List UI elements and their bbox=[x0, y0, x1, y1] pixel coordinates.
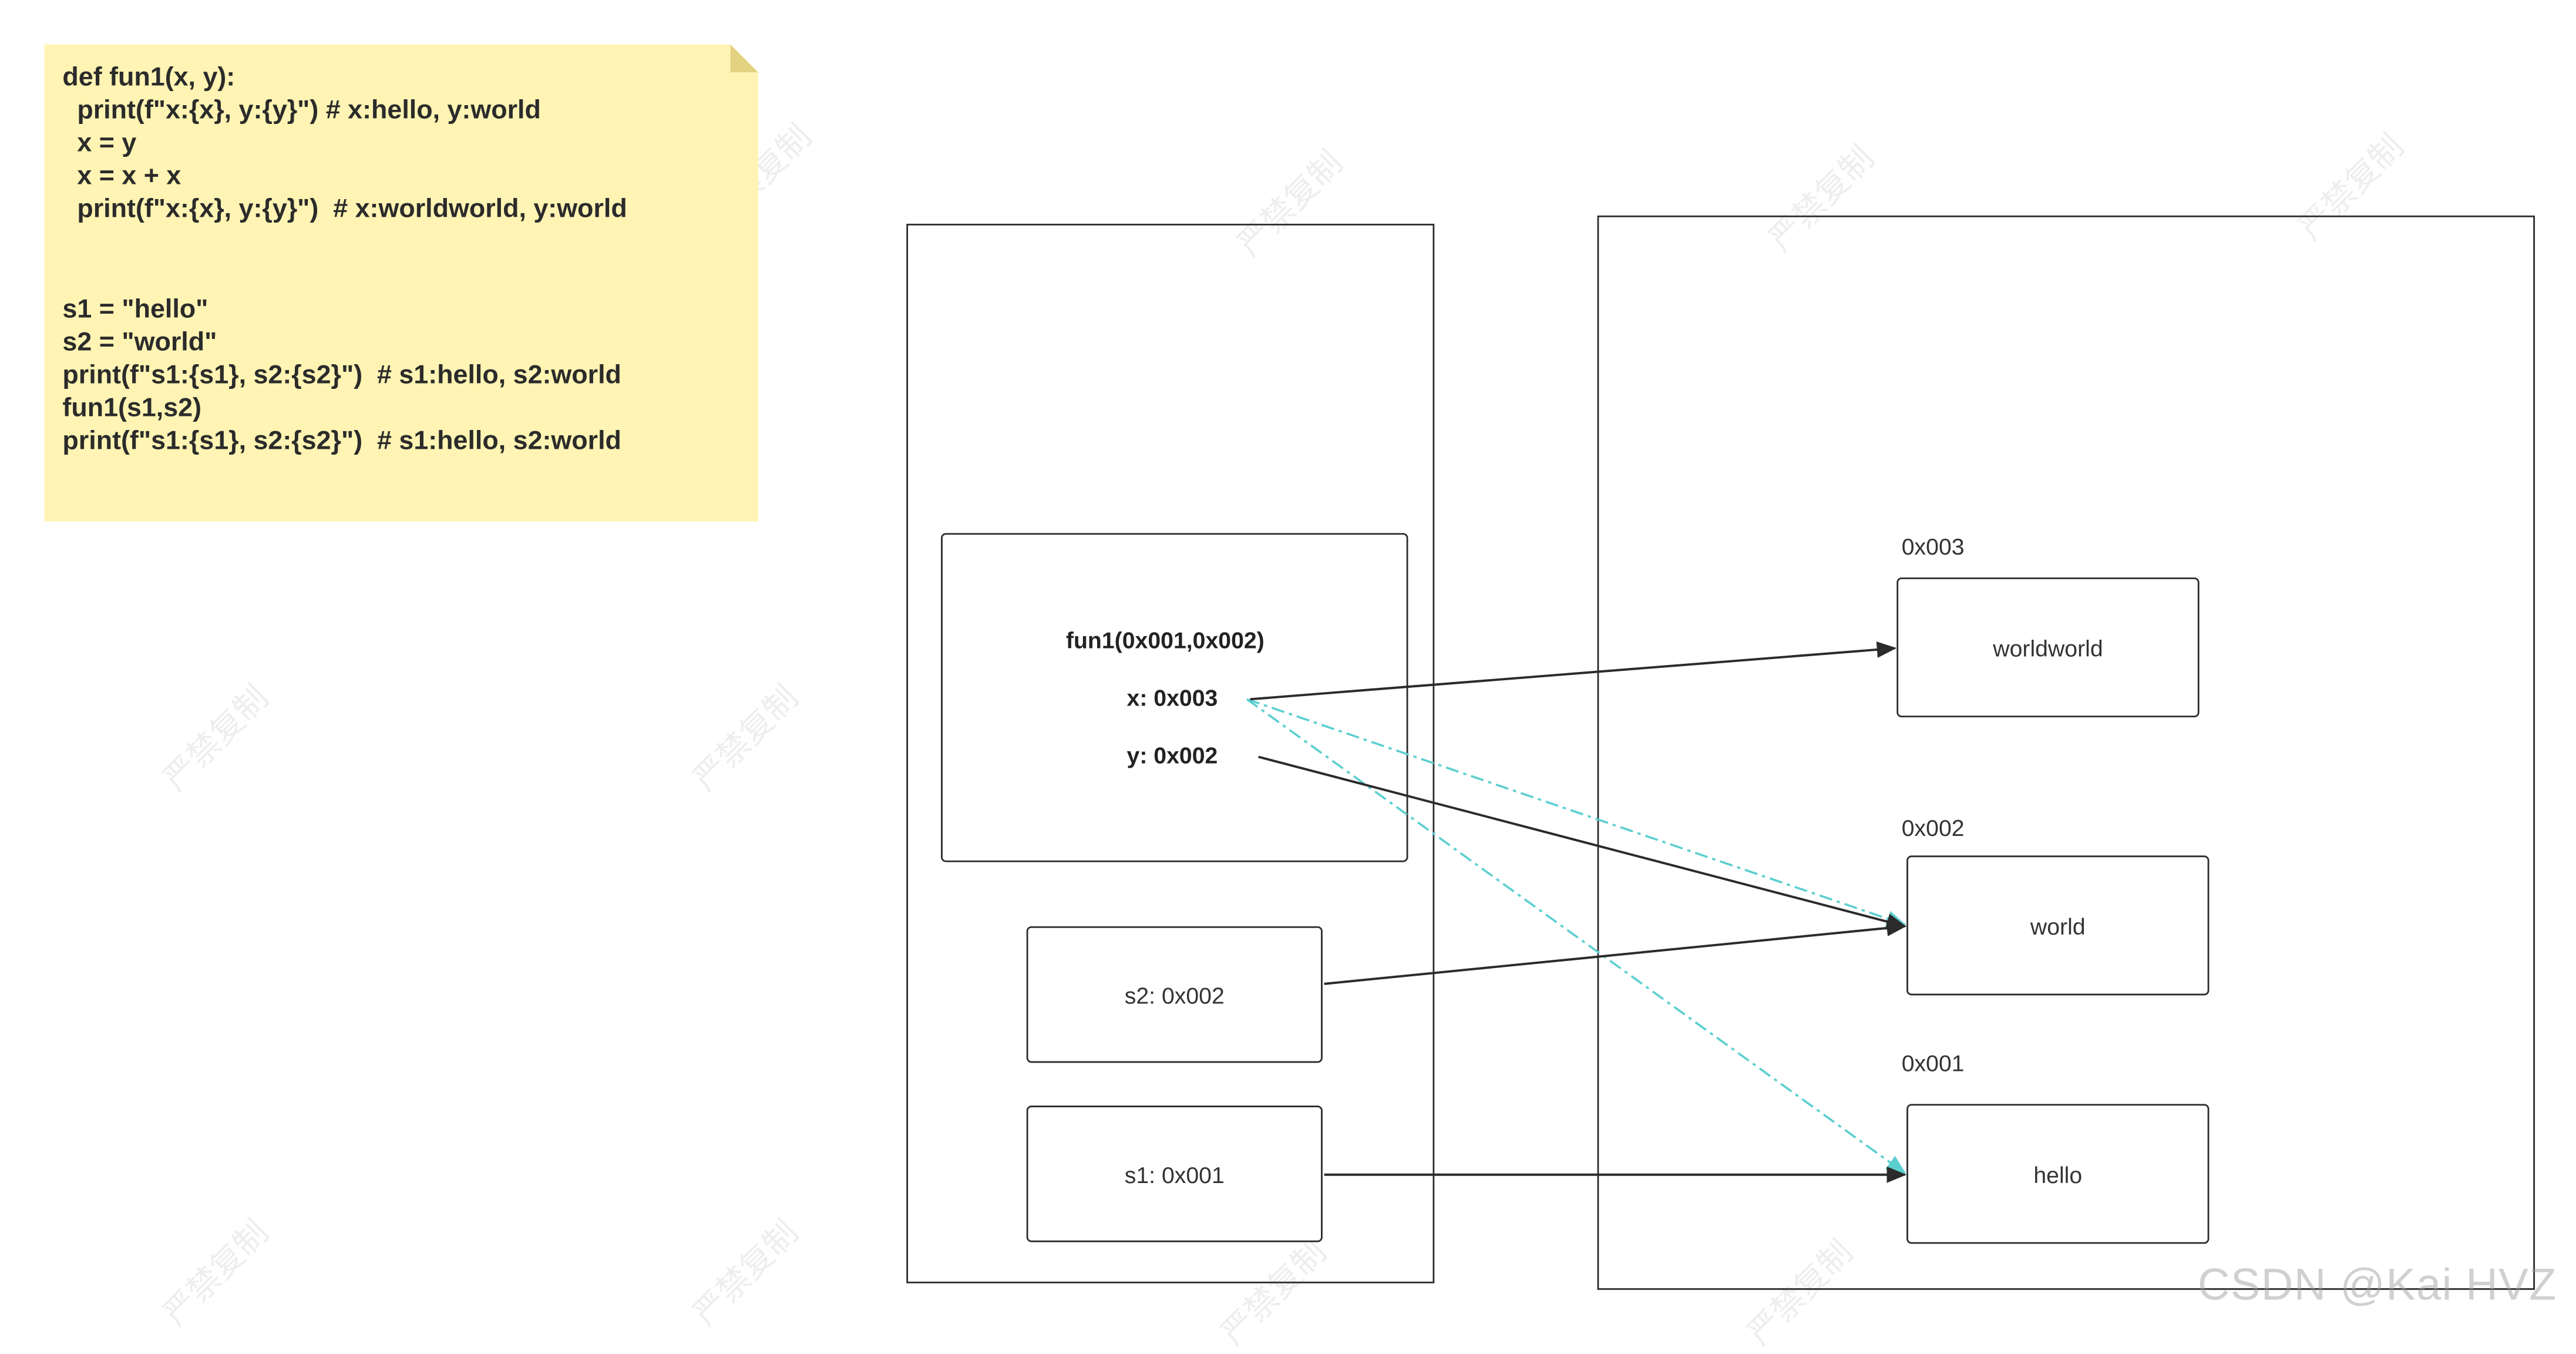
heap-area bbox=[1597, 215, 2535, 1290]
x-ref-to-worldworld-arrow bbox=[1250, 641, 1897, 701]
fun1-param-x: x: 0x003 bbox=[1126, 684, 1218, 711]
y-ref-to-world-arrow bbox=[1258, 755, 1907, 930]
code-block: def fun1(x, y): print(f"x:{x}, y:{y}") #… bbox=[62, 62, 627, 459]
code-line: print(f"s1:{s1}, s2:{s2}") # s1:hello, s… bbox=[62, 428, 621, 456]
csdn-credit-watermark: CSDN @Kai HVZ bbox=[2197, 1260, 2557, 1310]
code-line: print(f"s1:{s1}, s2:{s2}") # s1:hello, s… bbox=[62, 361, 621, 390]
x-old-ref-to-world-arrow bbox=[1246, 698, 1906, 927]
fun1-param-y: y: 0x002 bbox=[1126, 742, 1218, 768]
heap-object-worldworld: worldworld bbox=[1896, 577, 2200, 718]
code-line: x = y bbox=[62, 130, 137, 159]
code-line: s2 = "world" bbox=[62, 328, 217, 357]
s2-ref-to-world-arrow bbox=[1324, 919, 1907, 985]
heap-object-world: world bbox=[1906, 855, 2210, 996]
reference-arrows bbox=[1246, 641, 1907, 1183]
heap-object-hello: hello bbox=[1906, 1104, 2210, 1244]
diagram-canvas: 严禁复制 严禁复制 严禁复制 严禁复制 严禁复制 严禁复制 严禁复制 严禁复制 … bbox=[44, 44, 2557, 1353]
heap-address-label: 0x003 bbox=[1901, 533, 1965, 560]
heap-address-label: 0x001 bbox=[1901, 1049, 1965, 1076]
code-line: x = x + x bbox=[62, 163, 181, 191]
s2-variable-box: s2: 0x002 bbox=[1026, 926, 1323, 1063]
stack-area bbox=[906, 223, 1435, 1284]
fun1-stack-frame bbox=[941, 533, 1408, 862]
code-line: fun1(s1,s2) bbox=[62, 395, 202, 423]
code-line: print(f"x:{x}, y:{y}") # x:worldworld, y… bbox=[62, 196, 627, 224]
code-line: def fun1(x, y): bbox=[62, 64, 236, 92]
code-line: s1 = "hello" bbox=[62, 295, 208, 324]
fun1-frame-title: fun1(0x001,0x002) bbox=[1065, 627, 1265, 653]
code-line: print(f"x:{x}, y:{y}") # x:hello, y:worl… bbox=[62, 97, 541, 126]
code-note bbox=[44, 44, 759, 522]
heap-address-label: 0x002 bbox=[1901, 814, 1965, 841]
s1-variable-box: s1: 0x001 bbox=[1026, 1106, 1323, 1242]
x-old-ref-to-hello-arrow bbox=[1246, 698, 1906, 1174]
